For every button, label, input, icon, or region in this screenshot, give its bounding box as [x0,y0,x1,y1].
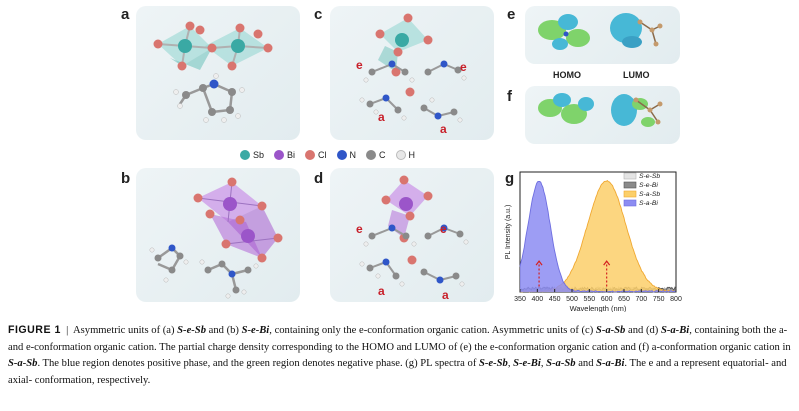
conformation-label-e: e [460,60,467,74]
compound-name: S-e-Bi [513,358,541,369]
legend-item-sb: Sb [240,150,264,160]
compound-name: S-a-Sb [595,325,626,336]
caption-text: , [540,358,547,369]
legend-item-bi: Bi [274,150,295,160]
compound-name: S-e-Sb [177,325,206,336]
excitation-arrowhead [603,260,611,266]
panel-label-c: c [314,6,323,23]
conformation-label-e: e [440,222,447,236]
legend-label: S-a-Bi [639,200,658,207]
legend-swatch [623,190,637,198]
n-atom-icon [336,150,347,160]
legend-label: S-e-Sb [639,173,660,180]
caption-separator: | [66,325,69,336]
cl-atom-icon [305,150,316,160]
figure-caption: FIGURE 1 | Asymmetric units of (a) S-e-S… [8,322,793,389]
caption-text: , containing both the a- and e-conformat… [8,325,791,353]
x-tick-label: 500 [566,296,578,303]
c-atom-icon [366,150,377,160]
compound-name: S-a-Bi [596,358,625,369]
panel-f-orbitals [538,93,663,127]
panel-a-structure [153,21,273,123]
molecular-structures-illustration [149,13,663,299]
element-legend: Sb Bi Cl N C H [240,150,415,160]
x-tick-label: 350 [514,296,526,303]
x-tick-label: 550 [583,296,595,303]
legend-text: C [379,150,386,160]
h-atom-icon [395,150,406,160]
legend-swatch [623,172,637,180]
caption-text: Asymmetric units of (a) [73,325,178,336]
caption-text: and (b) [206,325,242,336]
conformation-label-a: a [378,110,385,124]
legend-label: S-e-Bi [639,182,658,189]
panel-a-background [136,6,300,140]
caption-text: and [575,358,597,369]
compound-name: S-a-Sb [8,358,38,369]
compound-name: S-e-Bi [241,325,270,336]
figure-label: FIGURE 1 [8,324,61,336]
legend-swatch [623,181,637,189]
x-tick-label: 750 [653,296,665,303]
excitation-arrowhead [535,260,543,266]
series-area-S-a-Bi [520,181,676,292]
conformation-label-a: a [440,122,447,136]
caption-text: and (d) [625,325,661,336]
legend-label: S-a-Sb [639,191,660,198]
y-axis-label: PL Intensity (a.u.) [505,205,512,260]
conformation-label-a: a [378,284,385,298]
compound-name: S-a-Bi [660,325,690,336]
panel-c-structure [359,13,467,123]
legend-text: Sb [253,150,265,160]
panel-d-structure [359,175,469,287]
legend-text: H [408,150,416,160]
homo-label: HOMO [553,70,581,80]
legend-swatch [623,199,637,207]
compound-name: S-a-Sb [546,358,576,369]
x-tick-label: 700 [635,296,647,303]
x-axis-label: Wavelength (nm) [570,304,627,312]
bi-atom-icon [274,150,285,160]
compound-name: S-e-Sb [479,358,508,369]
sb-atom-icon [240,150,250,160]
panel-label-f: f [507,88,512,105]
panel-b-structure [149,177,283,299]
x-tick-label: 400 [531,296,543,303]
caption-text: , containing only the e-conformation org… [269,325,596,336]
legend-item-h: H [395,150,416,160]
x-tick-label: 650 [618,296,630,303]
panel-label-g: g [505,170,515,187]
conformation-label-a: a [442,288,449,302]
caption-text: , [507,358,514,369]
legend-text: Bi [287,150,296,160]
x-tick-label: 450 [549,296,561,303]
x-tick-label: 600 [601,296,613,303]
panel-label-b: b [121,170,131,187]
panel-label-a: a [121,6,130,23]
legend-item-n: N [336,150,357,160]
legend-text: Cl [318,150,327,160]
lumo-label: LUMO [623,70,650,80]
conformation-label-e: e [356,58,363,72]
legend-item-cl: Cl [305,150,327,160]
conformation-label-e: e [356,222,363,236]
series-area-S-a-Sb [520,180,676,292]
caption-text: . The e and a represent equatorial- and … [8,358,787,386]
pl-spectra-chart: 350 400 450 500 550 600 650 700 750 800Wavelength… [505,171,682,312]
x-tick-label: 800 [670,296,682,303]
series-line-S-a-Bi [519,181,677,293]
panel-e-orbitals [538,13,663,50]
legend-item-c: C [366,150,386,160]
panel-label-d: d [314,170,324,187]
legend-text: N [349,150,357,160]
panel-label-e: e [507,6,516,23]
caption-text: . The blue region denotes positive phase… [37,358,479,369]
